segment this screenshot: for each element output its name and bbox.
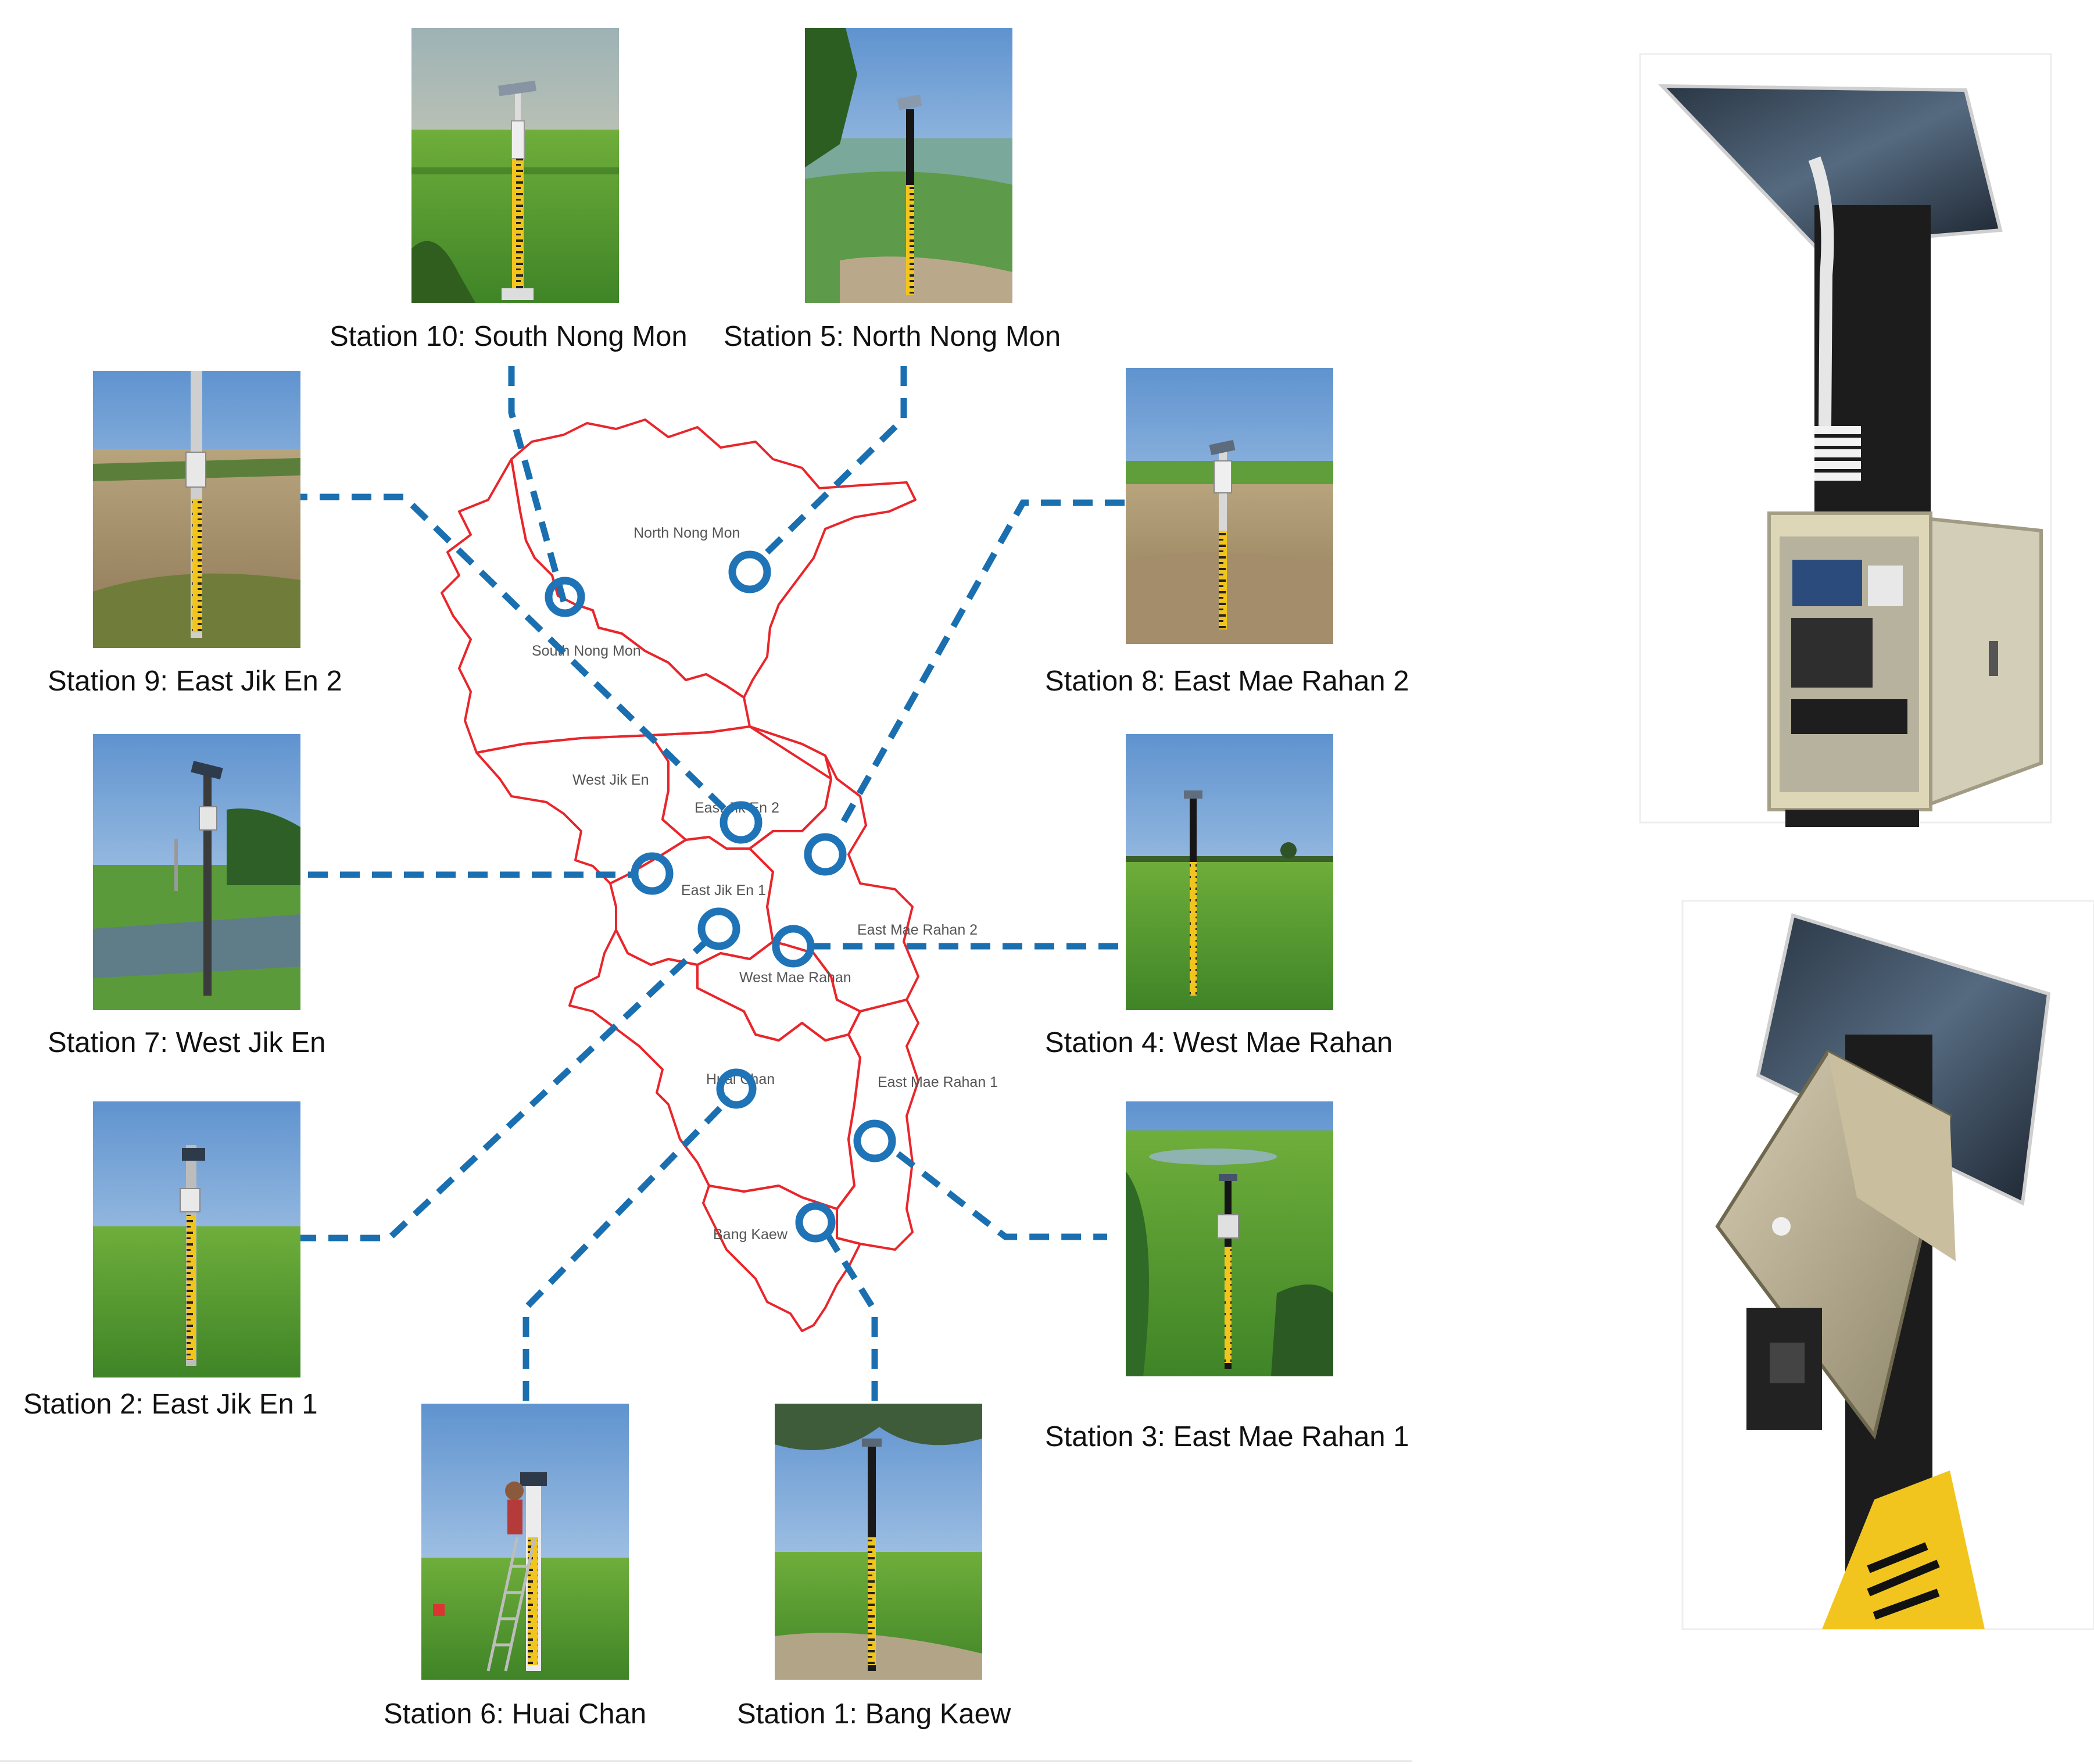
region-label-west-mae-rahan: West Mae Rahan [739, 969, 851, 986]
boundary-south-nong-mon[interactable] [441, 458, 751, 754]
station-marker-6[interactable] [716, 1068, 757, 1109]
station-photo-4[interactable] [1126, 734, 1333, 1010]
staff-gauge-icon [1822, 1470, 1985, 1629]
caption-station-5: Station 5: North Nong Mon [724, 321, 1061, 352]
station-marker-4[interactable] [772, 925, 815, 968]
caption-station-4: Station 4: West Mae Rahan [1045, 1027, 1393, 1058]
station-photo-10[interactable] [411, 28, 619, 303]
region-labels: North Nong Mon South Nong Mon West Jik E… [532, 525, 998, 1243]
caption-station-2: Station 2: East Jik En 1 [23, 1389, 318, 1420]
station-photo-7[interactable] [93, 734, 300, 1010]
caption-station-8: Station 8: East Mae Rahan 2 [1045, 665, 1409, 697]
station-photo-2[interactable] [93, 1101, 300, 1377]
station-marker-5[interactable] [728, 550, 771, 593]
boundary-east-mae-rahan-1[interactable] [836, 999, 919, 1251]
station-marker-1[interactable] [795, 1202, 836, 1243]
station-photo-9[interactable] [93, 371, 300, 648]
station-photo-5[interactable] [805, 28, 1012, 303]
station-marker-10[interactable] [545, 577, 585, 617]
caption-station-3: Station 3: East Mae Rahan 1 [1045, 1421, 1409, 1452]
caption-station-1: Station 1: Bang Kaew [737, 1698, 1011, 1730]
station-photo-8[interactable] [1126, 368, 1333, 644]
caption-station-10: Station 10: South Nong Mon [330, 321, 688, 352]
station-photo-1[interactable] [775, 1404, 982, 1680]
station-marker-8[interactable] [804, 833, 847, 876]
equipment-photo-sensor-box[interactable] [1681, 900, 2094, 1630]
station-captions: Station 10: South Nong Mon Station 5: No… [23, 321, 1409, 1730]
sensor-shield-icon [1814, 426, 1861, 481]
logger-cabinet-icon [1767, 511, 2043, 827]
caption-station-7: Station 7: West Jik En [48, 1027, 325, 1058]
region-label-east-mae-rahan-2: East Mae Rahan 2 [857, 922, 978, 938]
region-label-bang-kaew: Bang Kaew [713, 1226, 788, 1243]
equipment-photo-logger-cabinet[interactable] [1639, 53, 2052, 827]
station-marker-3[interactable] [853, 1119, 896, 1162]
region-label-south-nong-mon: South Nong Mon [532, 643, 641, 659]
caption-station-6: Station 6: Huai Chan [384, 1698, 646, 1730]
leader-station-10 [508, 366, 567, 603]
station-photo-6[interactable] [421, 1404, 629, 1680]
region-label-east-jik-en-1: East Jik En 1 [681, 882, 766, 899]
station-marker-7[interactable] [631, 852, 674, 895]
station-marker-9[interactable] [720, 801, 763, 844]
leader-lines [288, 366, 1125, 1401]
leader-station-5 [762, 366, 907, 557]
leader-station-9 [288, 493, 729, 813]
boundary-east-jik-en-1[interactable] [609, 836, 774, 966]
station-photo-3[interactable] [1126, 1101, 1333, 1376]
boundary-west-jik-en[interactable] [475, 734, 687, 885]
region-label-east-mae-rahan-1: East Mae Rahan 1 [878, 1074, 998, 1090]
station-marker-2[interactable] [697, 907, 740, 950]
leader-station-6 [522, 1096, 732, 1401]
leader-station-3 [896, 1151, 1107, 1240]
boundary-bang-kaew[interactable] [702, 1185, 861, 1332]
leader-station-8 [837, 499, 1125, 830]
sensor-box-icon [1715, 1050, 1956, 1440]
leader-station-1 [819, 1225, 878, 1401]
leader-station-2 [296, 936, 711, 1241]
caption-station-9: Station 9: East Jik En 2 [48, 665, 342, 697]
region-label-west-jik-en: West Jik En [572, 772, 649, 788]
region-label-north-nong-mon: North Nong Mon [633, 525, 740, 541]
station-markers [545, 550, 896, 1243]
